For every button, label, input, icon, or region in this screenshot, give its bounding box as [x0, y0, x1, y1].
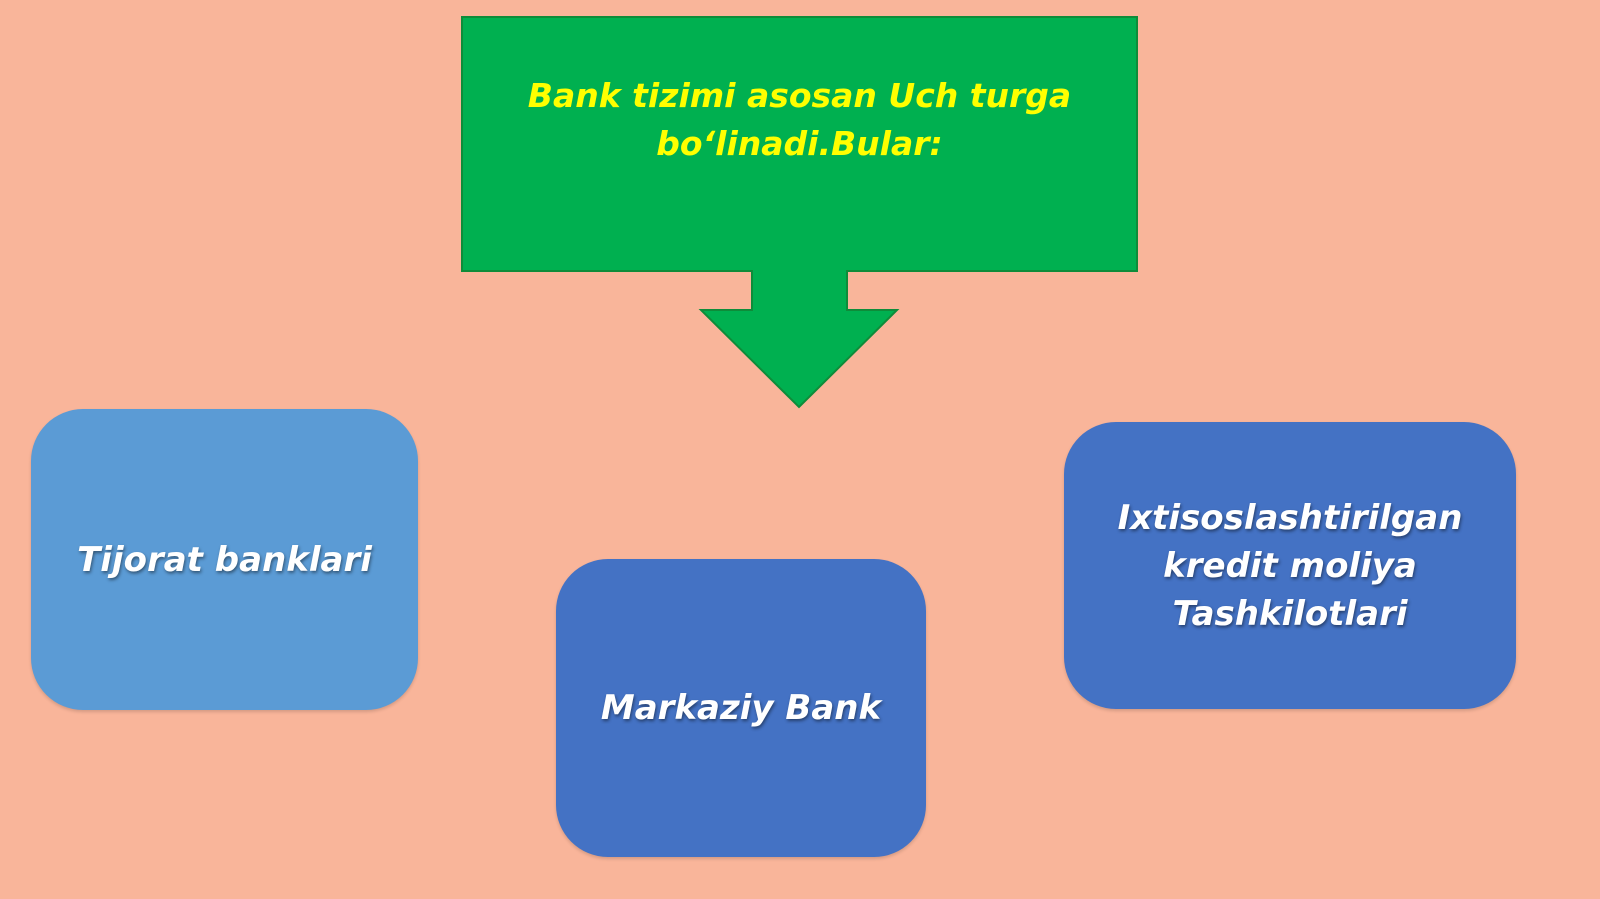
callout-text: Bank tizimi asosan Uch turga bo‘linadi.B… — [527, 76, 1072, 163]
callout-shape — [461, 16, 1138, 409]
commercial-banks-box: Tijorat banklari — [31, 409, 418, 710]
central-bank-box: Markaziy Bank — [556, 559, 926, 857]
specialized-credit-institutions-box: Ixtisoslashtirilgan kredit moliya Tashki… — [1064, 422, 1516, 709]
